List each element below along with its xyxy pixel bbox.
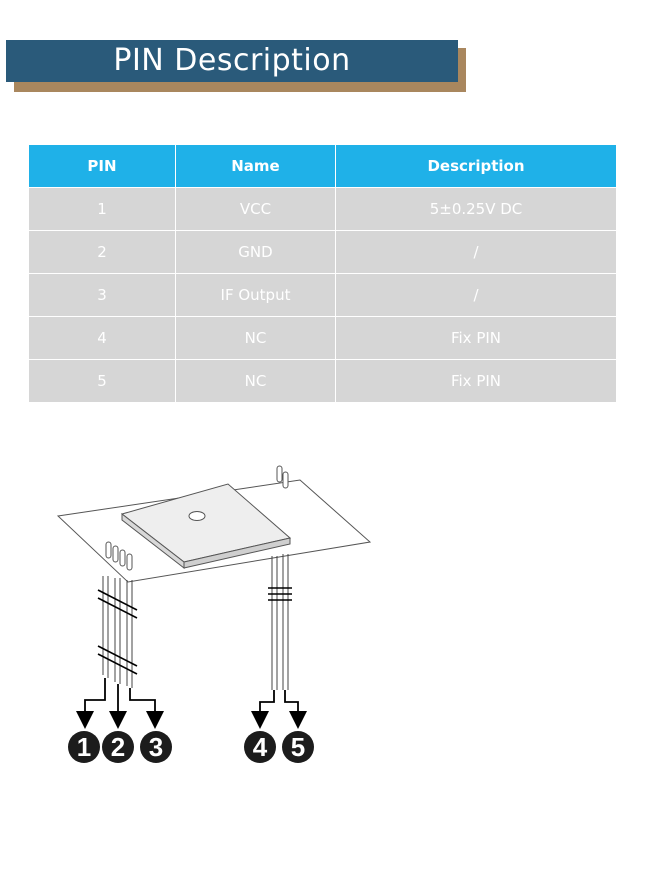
arrow-pin-1 bbox=[76, 678, 106, 729]
cell-pin: 1 bbox=[28, 187, 176, 231]
pin-badge-label: 2 bbox=[111, 732, 125, 762]
cell-pin: 3 bbox=[28, 273, 176, 317]
arrow-pin-5 bbox=[284, 690, 307, 729]
page-title: PIN Description bbox=[6, 40, 458, 82]
column-header-pin: PIN bbox=[28, 144, 176, 188]
table-row: 5 NC Fix PIN bbox=[28, 359, 617, 403]
cell-pin: 5 bbox=[28, 359, 176, 403]
module-body-front bbox=[183, 537, 291, 569]
cell-description: / bbox=[335, 273, 617, 317]
right-lead-break-marks bbox=[268, 587, 292, 601]
arrow-pin-3 bbox=[129, 688, 164, 729]
column-header-name: Name bbox=[175, 144, 336, 188]
cell-description: 5±0.25V DC bbox=[335, 187, 617, 231]
pin-arrows bbox=[76, 678, 307, 729]
cell-name: VCC bbox=[175, 187, 336, 231]
arrow-pin-4 bbox=[251, 690, 275, 729]
pin-badge-1: 1 bbox=[68, 731, 100, 763]
pin-badge-2: 2 bbox=[102, 731, 134, 763]
pin-badge-label: 3 bbox=[149, 732, 163, 762]
cell-description: / bbox=[335, 230, 617, 274]
table-header-row: PIN Name Description bbox=[28, 144, 617, 188]
left-leads bbox=[102, 576, 133, 688]
module-pinout-diagram: 1 2 3 4 5 bbox=[56, 465, 372, 763]
page-title-banner: PIN Description bbox=[6, 40, 466, 94]
cell-description: Fix PIN bbox=[335, 316, 617, 360]
cell-description: Fix PIN bbox=[335, 359, 617, 403]
cell-name: GND bbox=[175, 230, 336, 274]
table-row: 4 NC Fix PIN bbox=[28, 316, 617, 360]
table-row: 3 IF Output / bbox=[28, 273, 617, 317]
pin-badge-5: 5 bbox=[282, 731, 314, 763]
pin-table: PIN Name Description 1 VCC 5±0.25V DC 2 … bbox=[28, 144, 617, 403]
cell-pin: 2 bbox=[28, 230, 176, 274]
column-header-description: Description bbox=[335, 144, 617, 188]
left-lead-break-marks bbox=[97, 589, 138, 675]
cell-name: NC bbox=[175, 359, 336, 403]
right-pin-headers bbox=[276, 465, 289, 489]
cell-name: NC bbox=[175, 316, 336, 360]
table-row: 1 VCC 5±0.25V DC bbox=[28, 187, 617, 231]
cell-pin: 4 bbox=[28, 316, 176, 360]
left-pin-headers bbox=[105, 541, 133, 571]
pin-badge-4: 4 bbox=[244, 731, 276, 763]
right-leads bbox=[271, 554, 289, 690]
pin-badge-label: 4 bbox=[253, 732, 268, 762]
pin-badge-label: 5 bbox=[291, 732, 305, 762]
pin-badge-label: 1 bbox=[77, 732, 91, 762]
pin-badge-3: 3 bbox=[140, 731, 172, 763]
module-hole bbox=[188, 511, 206, 521]
cell-name: IF Output bbox=[175, 273, 336, 317]
table-row: 2 GND / bbox=[28, 230, 617, 274]
